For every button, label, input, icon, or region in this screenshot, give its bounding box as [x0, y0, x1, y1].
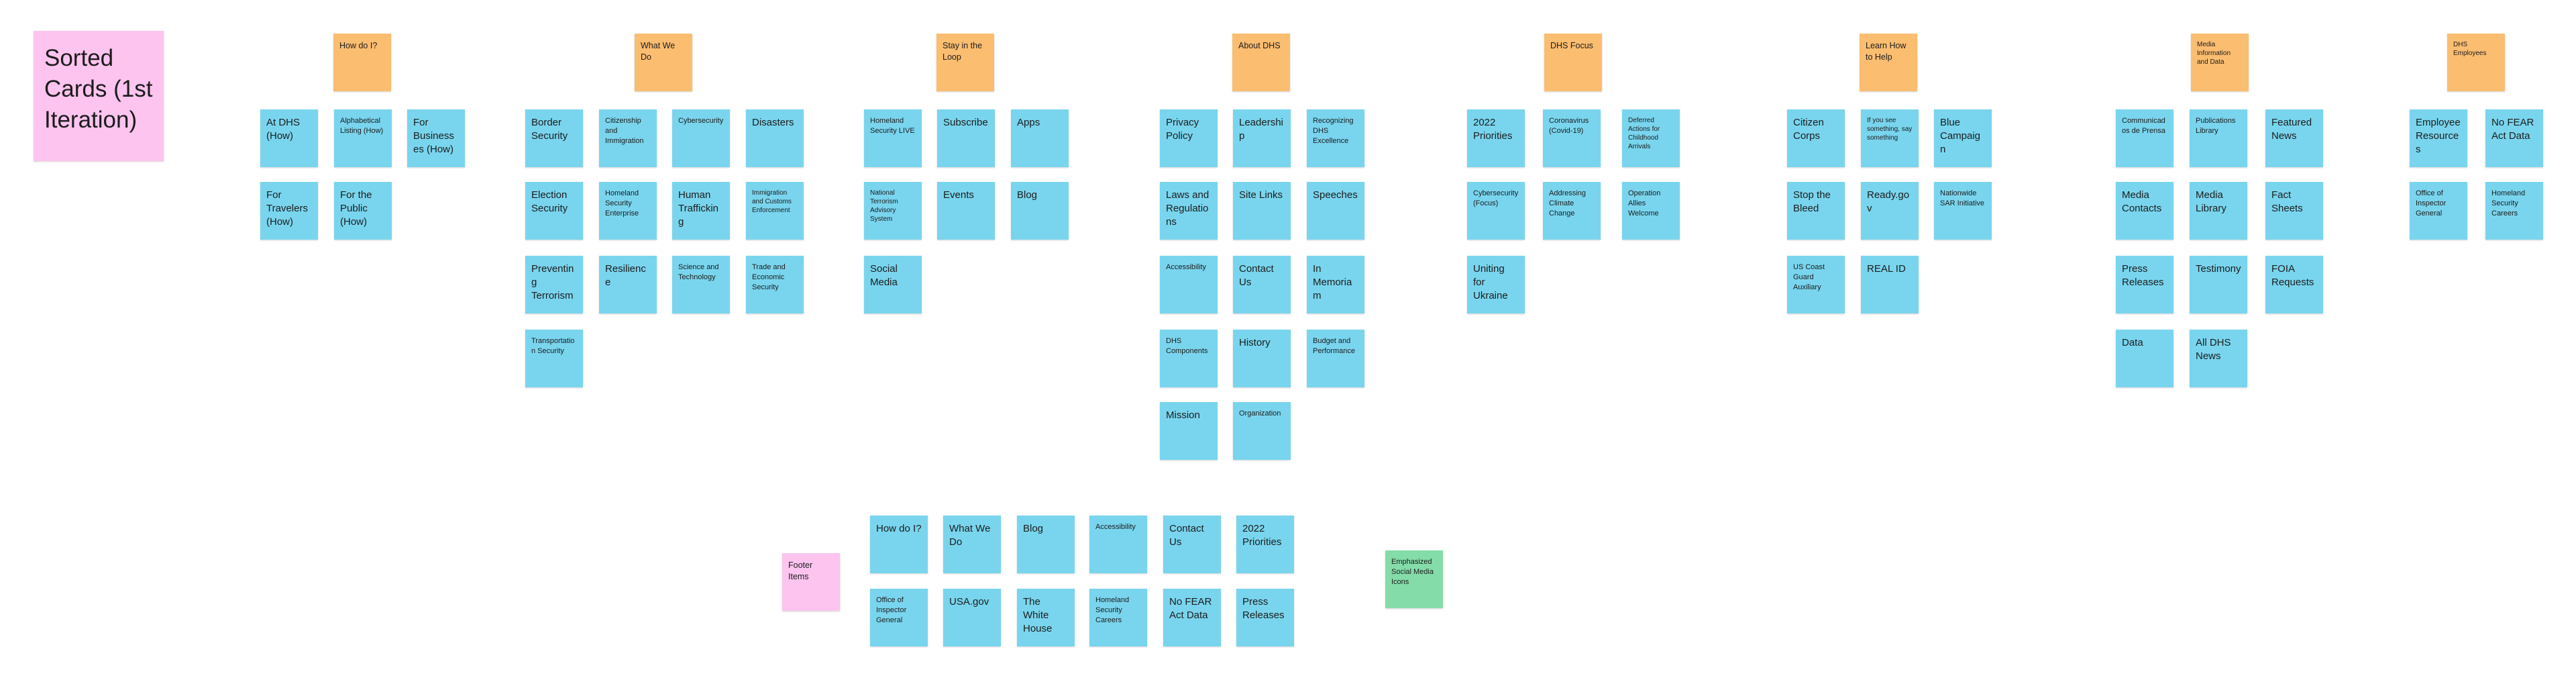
- card-note[interactable]: History: [1233, 330, 1291, 387]
- card-note[interactable]: Site Links: [1233, 182, 1291, 240]
- group-header-0[interactable]: How do I?: [333, 34, 391, 91]
- card-note[interactable]: Homeland Security Careers: [2485, 182, 2543, 240]
- footer-card-note[interactable]: Contact Us: [1163, 516, 1221, 573]
- card-note[interactable]: Employee Resources: [2410, 109, 2467, 167]
- card-note[interactable]: Media Contacts: [2116, 182, 2174, 240]
- card-note[interactable]: Subscribe: [937, 109, 995, 167]
- card-note[interactable]: Accessibility: [1160, 256, 1218, 313]
- card-note[interactable]: Ready.gov: [1861, 182, 1919, 240]
- card-note[interactable]: Stop the Bleed: [1787, 182, 1845, 240]
- card-note[interactable]: Deferred Actions for Childhood Arrivals: [1622, 109, 1680, 167]
- card-note[interactable]: National Terrorism Advisory System: [864, 182, 922, 240]
- card-note[interactable]: Preventing Terrorism: [525, 256, 583, 313]
- card-note[interactable]: At DHS (How): [260, 109, 318, 167]
- group-header-6[interactable]: Media Information and Data: [2191, 34, 2249, 91]
- card-note[interactable]: Human Trafficking: [672, 182, 730, 240]
- card-note[interactable]: For Businesses (How): [407, 109, 465, 167]
- card-note[interactable]: In Memoriam: [1307, 256, 1364, 313]
- card-note[interactable]: Immigration and Customs Enforcement: [746, 182, 804, 240]
- card-note[interactable]: Leadership: [1233, 109, 1291, 167]
- footer-card-note[interactable]: How do I?: [870, 516, 928, 573]
- card-note[interactable]: For Travelers (How): [260, 182, 318, 240]
- footer-label-note[interactable]: Footer Items: [782, 553, 840, 611]
- card-note[interactable]: US Coast Guard Auxiliary: [1787, 256, 1845, 313]
- card-note[interactable]: All DHS News: [2190, 330, 2247, 387]
- card-note[interactable]: For the Public (How): [334, 182, 392, 240]
- card-note[interactable]: Media Library: [2190, 182, 2247, 240]
- card-note[interactable]: REAL ID: [1861, 256, 1919, 313]
- card-note[interactable]: Recognizing DHS Excellence: [1307, 109, 1364, 167]
- card-note[interactable]: Mission: [1160, 402, 1218, 460]
- card-note[interactable]: Resilience: [599, 256, 657, 313]
- card-note[interactable]: Laws and Regulations: [1160, 182, 1218, 240]
- group-header-5[interactable]: Learn How to Help: [1860, 34, 1917, 91]
- footer-card-note[interactable]: No FEAR Act Data: [1163, 589, 1221, 646]
- card-note[interactable]: Press Releases: [2116, 256, 2174, 313]
- card-note[interactable]: Citizenship and Immigration: [599, 109, 657, 167]
- title-note[interactable]: Sorted Cards (1st Iteration): [34, 31, 164, 161]
- group-header-4[interactable]: DHS Focus: [1544, 34, 1602, 91]
- card-note[interactable]: Homeland Security LIVE: [864, 109, 922, 167]
- card-note[interactable]: Social Media: [864, 256, 922, 313]
- footer-card-note[interactable]: The White House: [1017, 589, 1075, 646]
- card-note[interactable]: Election Security: [525, 182, 583, 240]
- card-note[interactable]: Nationwide SAR Initiative: [1934, 182, 1992, 240]
- card-note[interactable]: Uniting for Ukraine: [1467, 256, 1525, 313]
- group-header-3[interactable]: About DHS: [1232, 34, 1290, 91]
- emphasized-note[interactable]: Emphasized Social Media Icons: [1385, 550, 1443, 608]
- card-note[interactable]: 2022 Priorities: [1467, 109, 1525, 167]
- card-note[interactable]: Border Security: [525, 109, 583, 167]
- footer-card-note[interactable]: What We Do: [943, 516, 1001, 573]
- card-note[interactable]: Office of Inspector General: [2410, 182, 2467, 240]
- card-note[interactable]: Disasters: [746, 109, 804, 167]
- card-note[interactable]: If you see something, say something: [1861, 109, 1919, 167]
- card-note[interactable]: Budget and Performance: [1307, 330, 1364, 387]
- card-note[interactable]: Featured News: [2265, 109, 2323, 167]
- footer-card-note[interactable]: Accessibility: [1089, 516, 1147, 573]
- card-note[interactable]: Privacy Policy: [1160, 109, 1218, 167]
- card-note[interactable]: Blog: [1011, 182, 1069, 240]
- footer-card-note[interactable]: Blog: [1017, 516, 1075, 573]
- card-note[interactable]: Data: [2116, 330, 2174, 387]
- footer-card-note[interactable]: USA.gov: [943, 589, 1001, 646]
- footer-card-note[interactable]: Press Releases: [1236, 589, 1294, 646]
- card-note[interactable]: Homeland Security Enterprise: [599, 182, 657, 240]
- card-note[interactable]: Coronavirus (Covid-19): [1543, 109, 1601, 167]
- card-note[interactable]: Testimony: [2190, 256, 2247, 313]
- card-note[interactable]: Alphabetical Listing (How): [334, 109, 392, 167]
- group-header-7[interactable]: DHS Employees: [2447, 34, 2505, 91]
- card-note[interactable]: Fact Sheets: [2265, 182, 2323, 240]
- card-note[interactable]: Science and Technology: [672, 256, 730, 313]
- card-note[interactable]: Organization: [1233, 402, 1291, 460]
- group-header-1[interactable]: What We Do: [635, 34, 692, 91]
- card-note[interactable]: Publications Library: [2190, 109, 2247, 167]
- card-note[interactable]: Citizen Corps: [1787, 109, 1845, 167]
- card-note[interactable]: DHS Components: [1160, 330, 1218, 387]
- card-note[interactable]: Addressing Climate Change: [1543, 182, 1601, 240]
- footer-card-note[interactable]: Homeland Security Careers: [1089, 589, 1147, 646]
- card-note[interactable]: Contact Us: [1233, 256, 1291, 313]
- footer-card-note[interactable]: Office of Inspector General: [870, 589, 928, 646]
- card-note[interactable]: No FEAR Act Data: [2485, 109, 2543, 167]
- card-note[interactable]: Apps: [1011, 109, 1069, 167]
- card-note[interactable]: FOIA Requests: [2265, 256, 2323, 313]
- card-note[interactable]: Transportation Security: [525, 330, 583, 387]
- card-note[interactable]: Operation Allies Welcome: [1622, 182, 1680, 240]
- card-note[interactable]: Trade and Economic Security: [746, 256, 804, 313]
- card-note[interactable]: Cybersecurity (Focus): [1467, 182, 1525, 240]
- card-note[interactable]: Events: [937, 182, 995, 240]
- card-note[interactable]: Speeches: [1307, 182, 1364, 240]
- group-header-2[interactable]: Stay in the Loop: [936, 34, 994, 91]
- card-note[interactable]: Blue Campaign: [1934, 109, 1992, 167]
- card-note[interactable]: Cybersecurity: [672, 109, 730, 167]
- footer-card-note[interactable]: 2022 Priorities: [1236, 516, 1294, 573]
- card-note[interactable]: Communicados de Prensa: [2116, 109, 2174, 167]
